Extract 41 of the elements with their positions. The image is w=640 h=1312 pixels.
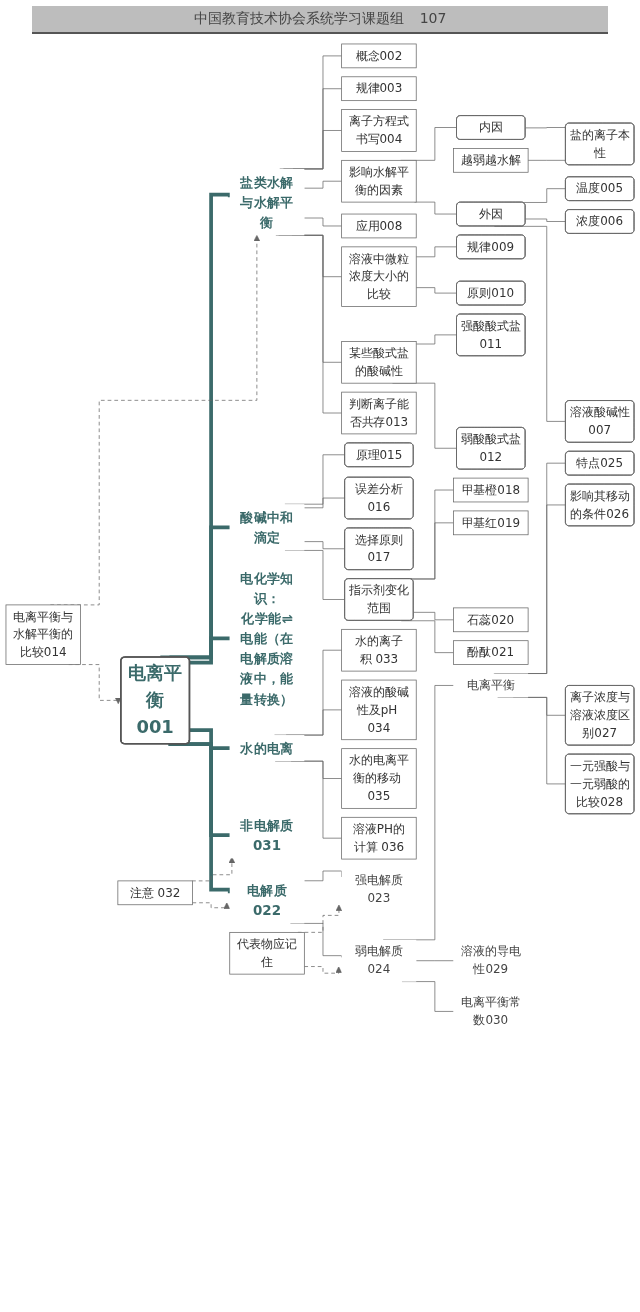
node-text: 电化学知识： 化学能⇌电能（在电解质溶液中，能量转换） [240,570,294,707]
node-text: 溶液的导电性029 [460,944,521,977]
node-text: 强电解质023 [355,872,403,905]
node-box [229,932,305,975]
note-text: 107 [419,10,447,26]
node-box [341,159,417,203]
connector [413,611,454,621]
connector [303,870,342,882]
node-box [341,391,417,435]
node-box [341,816,417,860]
connector [303,541,346,550]
node-box [341,43,417,69]
node-box [341,213,417,239]
node-box [341,109,417,152]
node-text: 电离平衡常数030 [460,995,521,1028]
node-box [453,607,529,633]
node-box [117,880,193,906]
connector [274,649,342,736]
connector [303,180,342,189]
node-box [453,477,529,503]
connector [415,960,454,962]
connector [415,334,458,345]
node-box [341,628,417,672]
connector [303,217,342,227]
mind-map: 电离平衡 001 盐类水解与水解平衡 概念002 规律003 离子方程式书写004 影响水解平衡的因素 内因 盐的离子本性 越弱越水解 外因 温度005 浓度006 溶液酸碱性007 应用008 溶液中微粒浓度大小的比较 规律009 原则010 某些酸式盐的酸碱性 强酸酸式盐011 弱酸酸式盐012 判断离子能否共存013 电离平衡与水解平衡的比较014 酸碱中和滴定 原理015 误差分析016 选择原则017 指示剂变化范围 甲基橙018 甲基红019 石蕊020 酚酞021 电化学知识： 化学能⇌电能（在电解质溶液中，能量转换） 水的电离 水的离子积 033 溶液的酸碱性及pH 034 水的电离平衡的移动 035 溶液PH的计算 036 非电解质031 电解质022 强电解质023 弱电解质024 电离平衡 特点025 影响其移动的条件026 离子浓度与溶液浓度区别027 一元强酸与一元弱酸的比较028 溶液的导电性029 电离平衡常数030 代表物应记住 注意 032 [0,38,640,1288]
connector [415,287,458,294]
node-box [341,748,417,809]
connector [415,246,458,258]
connector [285,709,342,736]
connector [525,218,567,223]
node-box [453,510,529,536]
node-box [341,246,417,307]
node-box [453,148,529,173]
node-box [341,679,417,741]
node-text: 非电解质031 [240,817,294,854]
note-text: 中国教育技术协会系统学习课题组 [193,10,404,28]
node-box [5,604,81,665]
node-box [453,640,529,665]
connector [303,497,346,509]
node-box [341,76,417,102]
node-box [341,341,417,384]
